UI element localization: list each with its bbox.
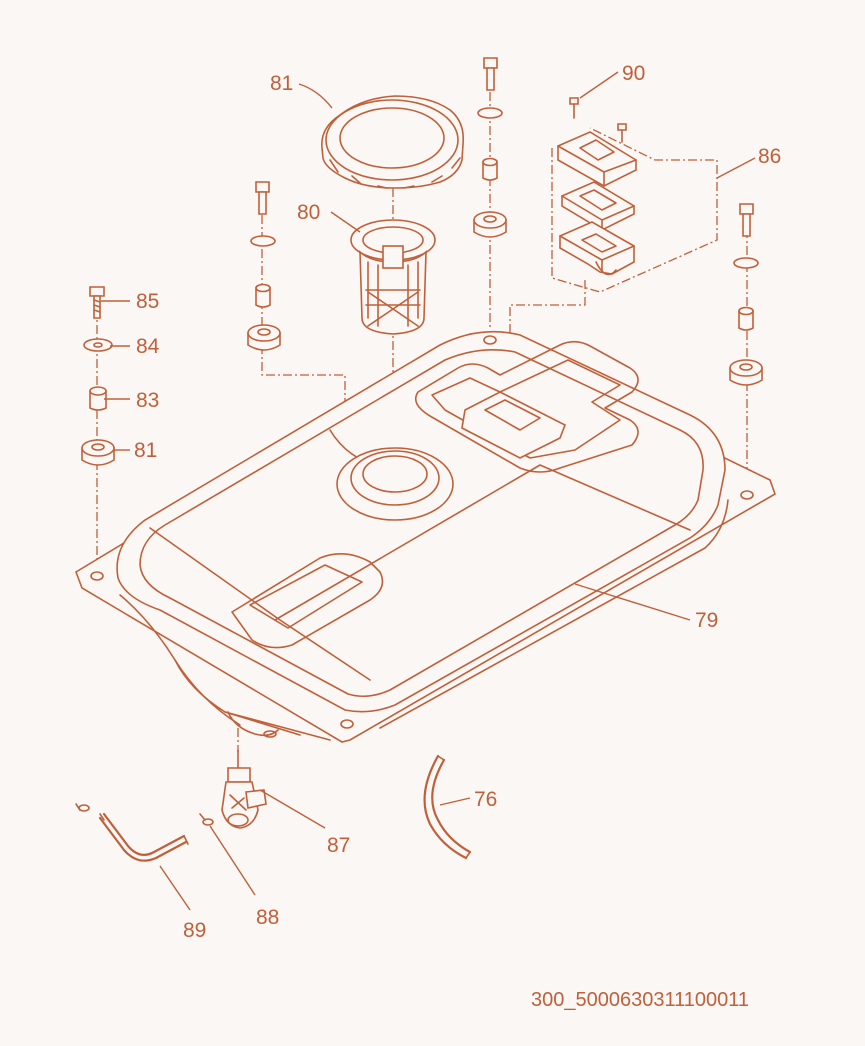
callout-86: 86 [758, 145, 781, 168]
fuel-valve [221, 749, 267, 829]
breather-tube [423, 754, 472, 860]
callout-labels: 81 80 85 84 83 81 90 86 79 76 87 88 89 [134, 62, 781, 942]
callout-83: 83 [136, 389, 159, 412]
fuel-gauge-assembly [557, 97, 637, 276]
valve-washer [199, 813, 214, 826]
callout-88: 88 [256, 906, 279, 929]
fastener-stack-left [81, 286, 115, 466]
assembly-lines [96, 75, 748, 752]
callout-90: 90 [622, 62, 645, 85]
fuel-tank [75, 330, 776, 743]
diagram-code: 300_5000630311100011 [531, 989, 750, 1011]
fastener-stack-center-left [247, 181, 281, 351]
fuel-strainer [350, 219, 436, 335]
callout-85: 85 [136, 290, 159, 313]
callout-84: 84 [136, 335, 160, 358]
fuel-pipe [75, 803, 189, 862]
callout-79: 79 [695, 609, 718, 632]
callout-89: 89 [183, 919, 206, 942]
callout-87: 87 [327, 834, 350, 857]
fuel-cap [321, 95, 465, 189]
fastener-stack-right [729, 203, 763, 386]
callout-81: 81 [270, 72, 293, 95]
callout-82: 81 [134, 439, 157, 462]
callout-76: 76 [474, 788, 497, 811]
callout-80: 80 [297, 201, 320, 224]
fastener-stack-center-right [473, 57, 507, 238]
leader-lines [101, 71, 756, 911]
